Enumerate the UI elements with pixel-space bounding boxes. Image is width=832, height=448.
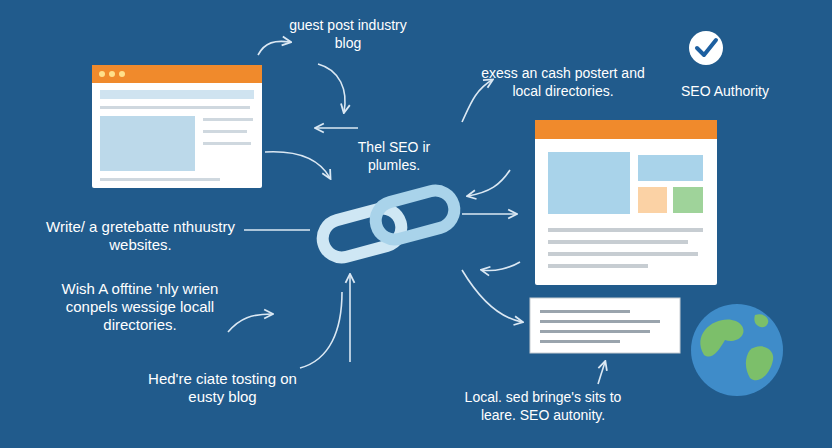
annotation-label: exess an cash postert and local director… [472, 64, 654, 100]
check-icon [689, 31, 723, 65]
annotation-label: Write/ a gretebatte nthuustry websites. [38, 218, 243, 254]
annotation-label: guest post industry blog [288, 16, 408, 52]
annotation-label: Local. sed bringe's sits to leare. SEO a… [448, 388, 638, 424]
globe [691, 304, 783, 396]
document [530, 298, 680, 353]
browser-window [92, 65, 262, 188]
annotation-label: Wish A offtine 'nly wrien conpels wessig… [42, 280, 238, 334]
annotation-label: SEO Authority [660, 82, 790, 100]
browser-window [535, 120, 717, 285]
annotation-label: Hed're ciate tosting on eusty blog [140, 370, 305, 406]
chain-icon [318, 186, 458, 261]
annotation-label: Thel SEO ir plumles. [356, 138, 432, 174]
